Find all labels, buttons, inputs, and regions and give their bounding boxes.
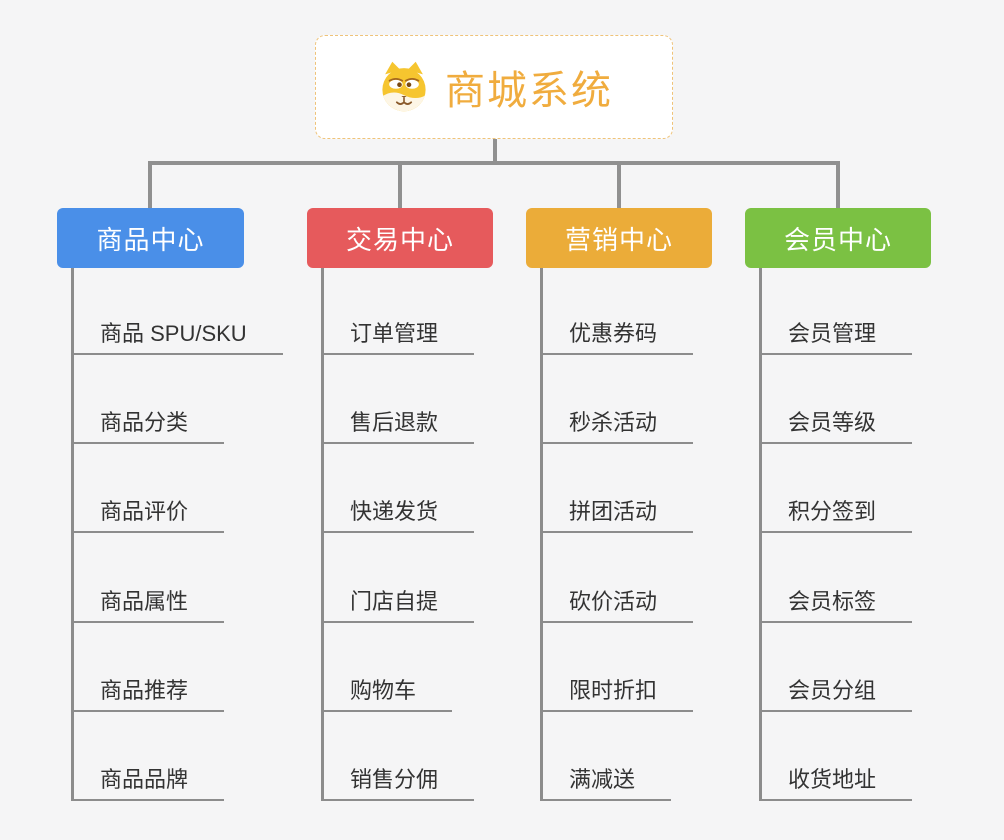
branch-node-trade-center[interactable]: 交易中心 [307,208,493,268]
branch-children-product: 商品 SPU/SKU 商品分类 商品评价 商品属性 商品推荐 商品品牌 [71,268,311,801]
leaf-node[interactable]: 限时折扣 [543,674,694,712]
connector-drop-product [148,161,152,209]
connector-drop-marketing [617,161,621,209]
branch-children-marketing: 优惠券码 秒杀活动 拼团活动 砍价活动 限时折扣 满减送 [540,268,780,801]
leaf-node[interactable]: 会员管理 [762,317,913,355]
leaf-node[interactable]: 门店自提 [324,585,475,623]
leaf-node[interactable]: 会员分组 [762,674,913,712]
leaf-node[interactable]: 商品 SPU/SKU [74,317,283,355]
leaf-node[interactable]: 售后退款 [324,406,475,444]
leaf-node[interactable]: 会员等级 [762,406,913,444]
leaf-node[interactable]: 优惠券码 [543,317,694,355]
shiba-dog-icon [382,61,426,112]
leaf-node[interactable]: 满减送 [543,763,672,801]
leaf-node[interactable]: 砍价活动 [543,585,694,623]
branch-children-trade: 订单管理 售后退款 快递发货 门店自提 购物车 销售分佣 [321,268,561,801]
root-node-title: 商城系统 [445,69,613,113]
branch-node-product-center[interactable]: 商品中心 [57,208,244,268]
leaf-node[interactable]: 商品属性 [74,585,225,623]
leaf-node[interactable]: 拼团活动 [543,495,694,533]
branch-children-member: 会员管理 会员等级 积分签到 会员标签 会员分组 收货地址 [759,268,999,801]
leaf-node[interactable]: 积分签到 [762,495,913,533]
branch-label: 商品中心 [96,224,205,255]
leaf-node[interactable]: 商品分类 [74,406,225,444]
leaf-node[interactable]: 秒杀活动 [543,406,694,444]
leaf-node[interactable]: 快递发货 [324,495,475,533]
leaf-node[interactable]: 销售分佣 [324,763,475,801]
branch-label: 会员中心 [783,224,892,255]
leaf-node[interactable]: 商品推荐 [74,674,225,712]
mindmap-root-node[interactable]: 商城系统 [315,35,673,139]
branch-label: 营销中心 [564,224,673,255]
branch-node-marketing-center[interactable]: 营销中心 [526,208,712,268]
branch-node-member-center[interactable]: 会员中心 [745,208,931,268]
branch-label: 交易中心 [345,224,454,255]
connector-drop-member [836,161,840,209]
leaf-node[interactable]: 订单管理 [324,317,475,355]
leaf-node[interactable]: 会员标签 [762,585,913,623]
leaf-node[interactable]: 购物车 [324,674,453,712]
connector-horizontal-bar [148,161,840,165]
connector-drop-trade [398,161,402,209]
leaf-node[interactable]: 商品评价 [74,495,225,533]
leaf-node[interactable]: 商品品牌 [74,763,225,801]
leaf-node[interactable]: 收货地址 [762,763,913,801]
connector-root-stub [493,139,497,165]
